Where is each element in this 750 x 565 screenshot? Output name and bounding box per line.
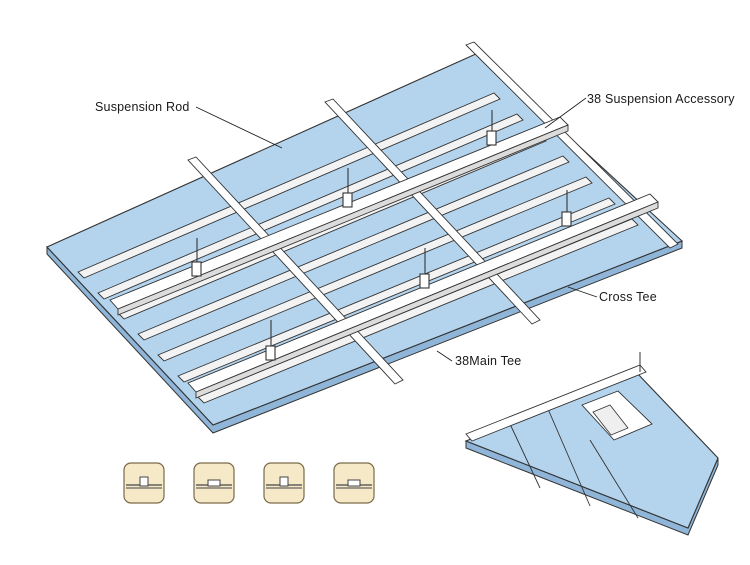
joint-clip-icon <box>333 462 375 504</box>
joint-clip-icon <box>193 462 235 504</box>
hanger <box>342 168 353 208</box>
joint-clip-icon <box>123 462 165 504</box>
leader-suspension-rod <box>195 106 283 149</box>
detail-joints <box>509 408 639 519</box>
detail-main-tee <box>465 364 647 442</box>
label-cross-tee: Cross Tee <box>599 290 657 304</box>
detail-ceiling-section <box>464 352 719 536</box>
leader-suspension-accessory <box>544 97 587 129</box>
joint-clip-icon <box>263 462 305 504</box>
main-ceiling-assembly: Suspension Rod 38 Suspension Accessory C… <box>46 41 735 434</box>
cross-tee-bars <box>77 92 639 404</box>
cross-tee <box>77 92 501 279</box>
main-tee <box>465 41 679 249</box>
label-suspension-rod: Suspension Rod <box>95 100 190 114</box>
label-main-tee: 38Main Tee <box>455 354 521 368</box>
hanger <box>419 248 430 289</box>
leader-lines <box>195 97 598 362</box>
hanger <box>191 238 202 277</box>
detail-channel <box>592 404 629 436</box>
cross-tee <box>157 176 593 362</box>
carrying-channels <box>109 116 659 399</box>
carrying-channel-lip <box>195 201 659 399</box>
label-suspension-accessory: 38 Suspension Accessory <box>587 92 735 106</box>
detail-panel-surface <box>464 371 719 529</box>
suspension-rods <box>191 110 572 361</box>
leader-main-tee <box>436 350 453 362</box>
cross-tee <box>97 113 524 300</box>
joint-clip-icons <box>123 462 375 504</box>
leader-cross-tee <box>567 286 598 298</box>
cross-tee <box>177 197 616 383</box>
hanger <box>265 320 276 361</box>
hanger <box>486 110 497 146</box>
cross-tee <box>137 155 570 341</box>
hanger <box>561 190 572 227</box>
carrying-channel-lip <box>117 124 569 316</box>
